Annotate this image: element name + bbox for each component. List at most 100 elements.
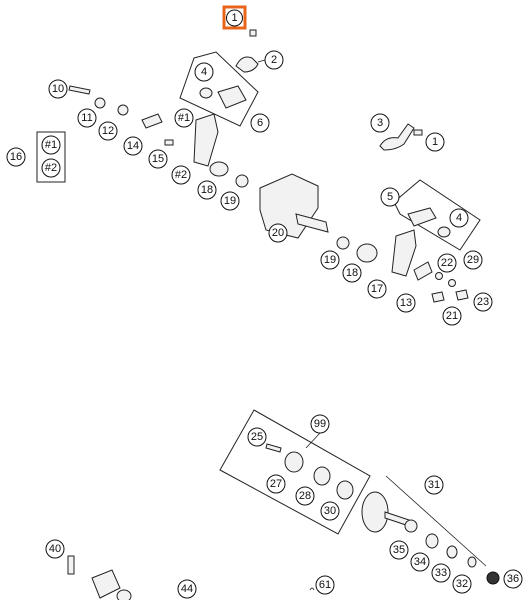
leader-line — [385, 475, 487, 567]
part-lever-right — [379, 123, 415, 151]
part-screw — [455, 289, 469, 301]
callout-29-label: 29 — [467, 254, 479, 266]
callout-16-g1[interactable] — [41, 135, 61, 155]
part-bushing — [209, 161, 229, 177]
part-lever — [235, 56, 259, 73]
callout-61-label: 61 — [319, 579, 331, 591]
callout-22-label: 22 — [441, 257, 453, 269]
callout-16[interactable] — [6, 147, 26, 167]
callout-40-label: 40 — [49, 543, 61, 555]
callout-23-label: 23 — [477, 296, 489, 308]
callout-99-label: 99 — [314, 418, 326, 430]
callout-3[interactable] — [370, 113, 390, 133]
part-o-ring — [116, 589, 132, 600]
callout-31-label: 31 — [428, 479, 440, 491]
callout-29[interactable] — [463, 250, 483, 270]
callout-25[interactable] — [247, 427, 267, 447]
callout-4-top-label: 4 — [201, 66, 207, 78]
callout-28[interactable] — [295, 486, 315, 506]
callout-4-right-label: 4 — [456, 212, 462, 224]
callout-21-label: 21 — [446, 310, 458, 322]
callout-1-right[interactable] — [425, 132, 445, 152]
part-valve-shaft — [217, 85, 247, 109]
group-box-16 — [36, 131, 66, 183]
callout-31[interactable] — [424, 475, 444, 495]
callout-4-right[interactable] — [449, 208, 469, 228]
callout-19-right[interactable] — [320, 250, 340, 270]
part-valve-shaft-right — [407, 207, 437, 227]
callout-22[interactable] — [437, 253, 457, 273]
callout-10-label: 10 — [52, 83, 64, 95]
callout-21[interactable] — [442, 306, 462, 326]
callout-13[interactable] — [396, 293, 416, 313]
callout-14-label: 14 — [127, 140, 139, 152]
callout-15[interactable] — [148, 149, 168, 169]
highlight-box — [222, 5, 247, 30]
part-bushing — [446, 545, 458, 559]
callout-16-g2-label: #2 — [45, 162, 57, 174]
callout-25-label: 25 — [251, 431, 263, 443]
callout-23[interactable] — [473, 292, 493, 312]
callout-15-label: 15 — [152, 153, 164, 165]
callout-5[interactable] — [380, 187, 400, 207]
callout-19-left[interactable] — [220, 191, 240, 211]
callout-30[interactable] — [320, 501, 340, 521]
callout-17[interactable] — [367, 279, 387, 299]
callout-35[interactable] — [389, 540, 409, 560]
part-pin — [164, 139, 174, 146]
part-o-ring — [437, 226, 451, 238]
callout-3-label: 3 — [377, 117, 383, 129]
callout-19-left-label: 19 — [224, 195, 236, 207]
callout-34[interactable] — [410, 552, 430, 572]
part-circlip — [467, 556, 477, 568]
part-spring-clip — [309, 587, 315, 591]
callout-32[interactable] — [452, 574, 472, 594]
callout-16-g2[interactable] — [41, 158, 61, 178]
callout-20[interactable] — [268, 223, 288, 243]
callout-14[interactable] — [123, 136, 143, 156]
callout-17-label: 17 — [371, 283, 383, 295]
callout-18-left[interactable] — [197, 180, 217, 200]
part-bolt — [67, 555, 75, 575]
part-screw-small — [413, 129, 423, 136]
leader-line — [305, 432, 321, 449]
callout-13-label: 13 — [400, 297, 412, 309]
part-housing — [91, 569, 121, 599]
callout-44[interactable] — [177, 579, 197, 599]
part-bearing — [336, 480, 354, 500]
callout-28-label: 28 — [299, 490, 311, 502]
callout-40[interactable] — [45, 539, 65, 559]
callout-16-g1-label: #1 — [45, 139, 57, 151]
callout-33[interactable] — [431, 563, 451, 583]
part-o-ring — [199, 87, 213, 99]
part-nut — [94, 97, 106, 109]
part-control-lever-right — [391, 229, 417, 277]
part-bushing — [356, 243, 378, 263]
callout-2-label: 2 — [271, 54, 277, 66]
callout-61[interactable] — [315, 575, 335, 595]
callout-1-top[interactable]: 1 — [222, 5, 247, 30]
part-gear-large — [361, 491, 389, 533]
callout-circle — [226, 9, 243, 27]
callout-1-right-label: 1 — [432, 136, 438, 148]
callout-10[interactable] — [48, 79, 68, 99]
callout-11-label: 11 — [81, 112, 92, 124]
callout-27[interactable] — [266, 474, 286, 494]
callout-6[interactable] — [250, 113, 270, 133]
tag-2[interactable] — [171, 165, 191, 185]
part-screw — [431, 291, 445, 303]
group-box-5 — [393, 179, 481, 251]
callout-18-right[interactable] — [342, 263, 362, 283]
callout-36[interactable] — [503, 569, 523, 589]
part-o-ring — [336, 236, 350, 250]
tag-1[interactable] — [174, 108, 194, 128]
callout-12[interactable] — [98, 121, 118, 141]
callout-20-label: 20 — [272, 227, 284, 239]
part-bolt — [265, 443, 282, 453]
part-bolt — [68, 85, 91, 95]
callout-12-label: 12 — [102, 125, 114, 137]
callout-4-top[interactable] — [194, 62, 214, 82]
callout-11[interactable] — [77, 108, 97, 128]
callout-6-label: 6 — [257, 117, 263, 129]
callout-33-label: 33 — [435, 567, 447, 579]
